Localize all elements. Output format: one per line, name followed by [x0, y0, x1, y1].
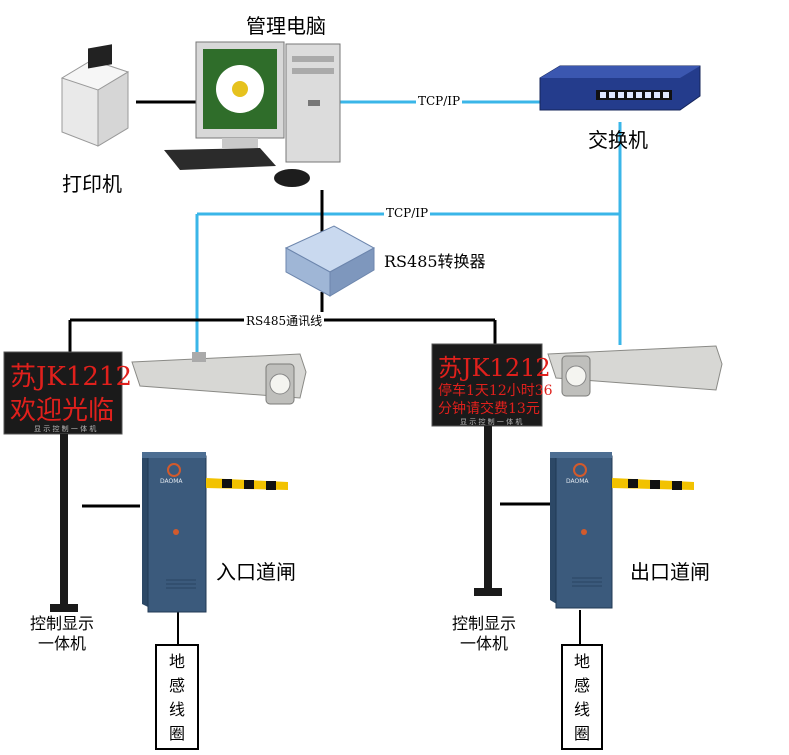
left-control-display-label: 控制显示 一体机: [30, 614, 94, 654]
printer-label: 打印机: [62, 172, 122, 196]
switch-icon: [539, 65, 701, 111]
right-display-line2: 停车1天12小时36: [438, 383, 553, 399]
right-display-line1: 苏JK1212: [438, 354, 551, 382]
right-control-display-line1: 控制显示: [452, 614, 517, 633]
entry-gate-icon: [142, 452, 288, 613]
printer-icon: [60, 44, 130, 147]
left-loop-box: [155, 644, 199, 750]
rs485-converter-label: RS485转换器: [384, 252, 486, 271]
left-display-line1: 苏JK1212: [10, 362, 133, 392]
right-loop-label: 地 感 线 圈: [573, 650, 591, 746]
right-display-footer: 显 示 控 制 一 体 机: [460, 418, 523, 426]
left-display-board: [3, 351, 123, 612]
exit-gate-brand: DAOMA: [566, 478, 589, 485]
left-control-display-line1: 控制显示: [30, 614, 95, 633]
rs485-converter-icon: [284, 225, 376, 297]
computer-icon: [164, 41, 341, 187]
left-display-footer: 显 示 控 制 一 体 机: [34, 425, 97, 433]
right-display-board: [431, 343, 543, 596]
tcpip-top-label: TCP/IP: [416, 94, 463, 108]
right-loop-char: 地: [573, 652, 590, 671]
right-loop-box: [561, 644, 603, 750]
left-loop-char: 线: [168, 700, 185, 719]
right-loop-char: 线: [573, 700, 590, 719]
left-loop-char: 圈: [168, 724, 185, 743]
right-camera-icon: [547, 345, 723, 397]
switch-label: 交换机: [588, 128, 648, 152]
entry-gate-brand: DAOMA: [160, 478, 183, 485]
left-loop-char: 地: [168, 652, 185, 671]
left-loop-label: 地 感 线 圈: [168, 650, 186, 746]
left-display-line2: 欢迎光临: [10, 396, 115, 426]
rs485-line-label: RS485通讯线: [244, 312, 325, 329]
right-control-display-line2: 一体机: [460, 634, 509, 653]
exit-gate-label: 出口道闸: [630, 560, 710, 584]
tcpip-mid-label: TCP/IP: [384, 206, 431, 220]
left-loop-char: 感: [168, 676, 185, 695]
management-pc-label: 管理电脑: [246, 14, 326, 38]
exit-gate-icon: [550, 452, 694, 609]
left-camera-icon: [131, 352, 307, 405]
right-display-line3: 分钟请交费13元: [438, 401, 540, 417]
entry-gate-label: 入口道闸: [216, 560, 296, 584]
right-control-display-label: 控制显示 一体机: [452, 614, 516, 654]
left-control-display-line2: 一体机: [38, 634, 87, 653]
right-loop-char: 感: [573, 676, 590, 695]
right-loop-char: 圈: [573, 724, 590, 743]
